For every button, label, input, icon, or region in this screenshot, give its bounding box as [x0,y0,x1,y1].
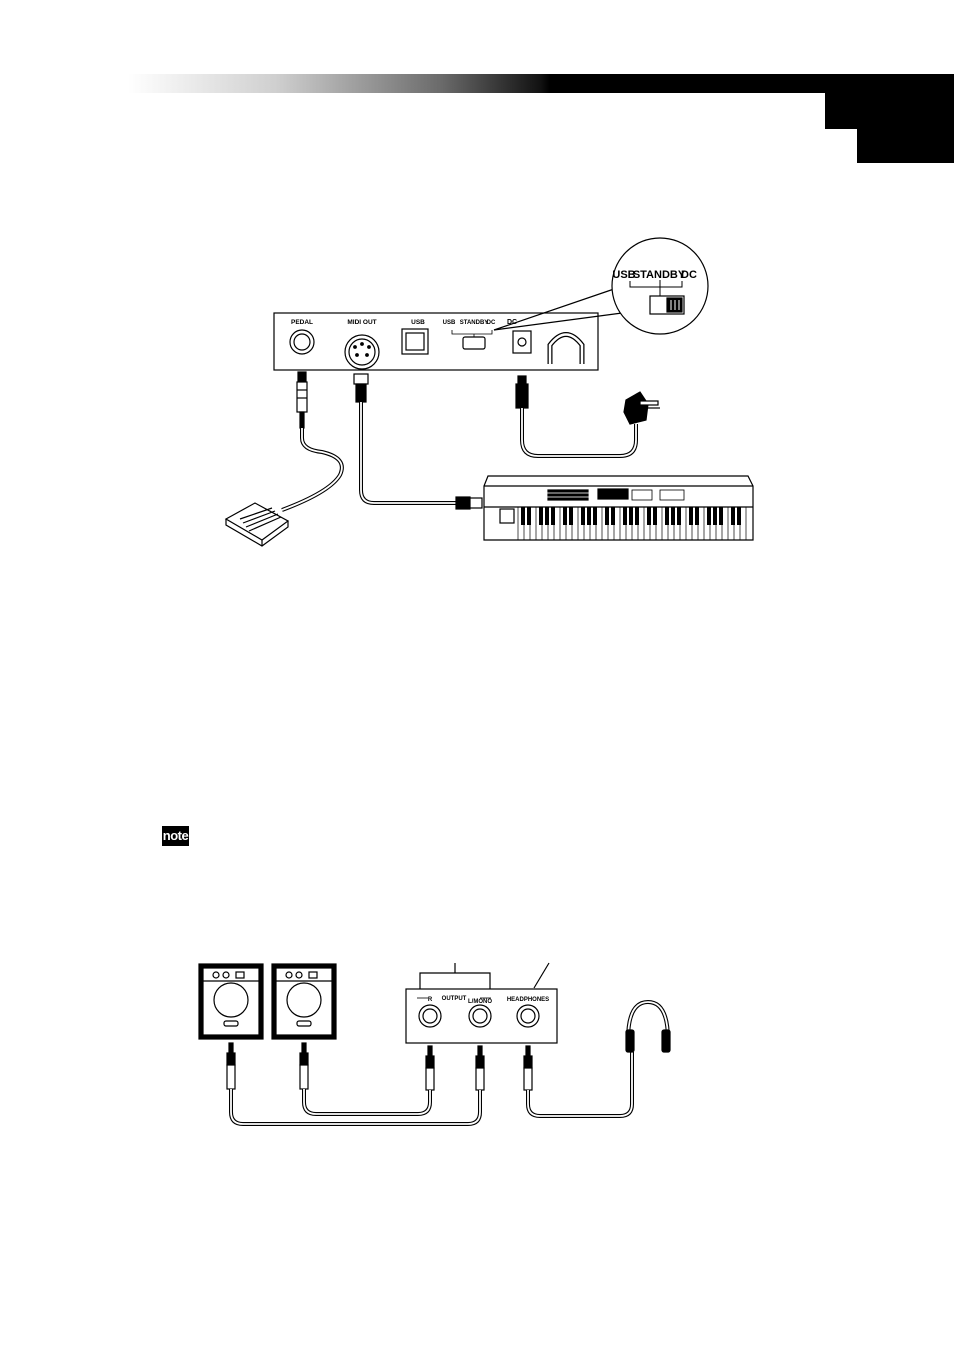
headphones-cable [526,1052,634,1118]
dc-cable [520,408,638,458]
midi-cable [359,402,456,505]
headphones-jack [516,1004,540,1028]
output-panel-labels: OUTPUT R L/MONO HEADPHONES [428,996,549,1005]
output-l-mono-jack [468,1004,492,1028]
speaker-left [198,963,264,1040]
dc-jack [512,330,532,354]
headphones-label: HEADPHONES [507,997,549,1003]
switch-label-usb: USB [443,320,456,326]
bottom-connection-diagram [198,962,671,1126]
headphones-callout-line [533,962,550,989]
dc-plug [517,375,527,385]
dc-label: DC [507,319,517,326]
zoom-standby-label: STANDBY [633,269,686,281]
pedal-jack [289,329,315,355]
pedal-plug [297,371,307,383]
output-callout-bracket [419,972,491,989]
zoom-dc-label: DC [681,269,697,281]
speaker-right [271,963,337,1040]
midi-keyboard [483,475,754,541]
rear-panel-labels: PEDAL MIDI OUT USB USB STANDBY DC DC [291,319,517,326]
cable-r [302,1089,432,1116]
usb-port [401,328,429,355]
midi-plug [353,373,369,385]
pedal-label: PEDAL [291,319,313,326]
chapter-tab-lower [857,129,954,163]
zoom-usb-label: USB [612,269,635,281]
cable-l-mono [229,1089,482,1126]
switch-label-dc: DC [487,320,496,326]
headphones [625,999,671,1053]
header-gradient-bar [128,74,954,93]
usb-label: USB [411,319,425,326]
chapter-tab-upper [825,93,954,129]
note-icon: note [162,826,189,846]
zoom-pointer-line [493,288,615,331]
zoom-inset-labels: USB STANDBY DC [612,269,697,281]
output-r-jack [418,1004,442,1028]
output-l-mono-label: L/MONO [468,999,492,1005]
top-connection-diagram [224,237,754,547]
midi-out-label: MIDI OUT [347,319,376,326]
ac-adapter [623,391,649,425]
switch-label-standby: STANDBY [460,320,489,326]
zoom-switch [649,295,685,315]
output-group-label: OUTPUT [442,996,467,1002]
midi-out-port [344,334,380,370]
output-r-label: R [428,997,433,1003]
rear-panel [273,312,599,371]
